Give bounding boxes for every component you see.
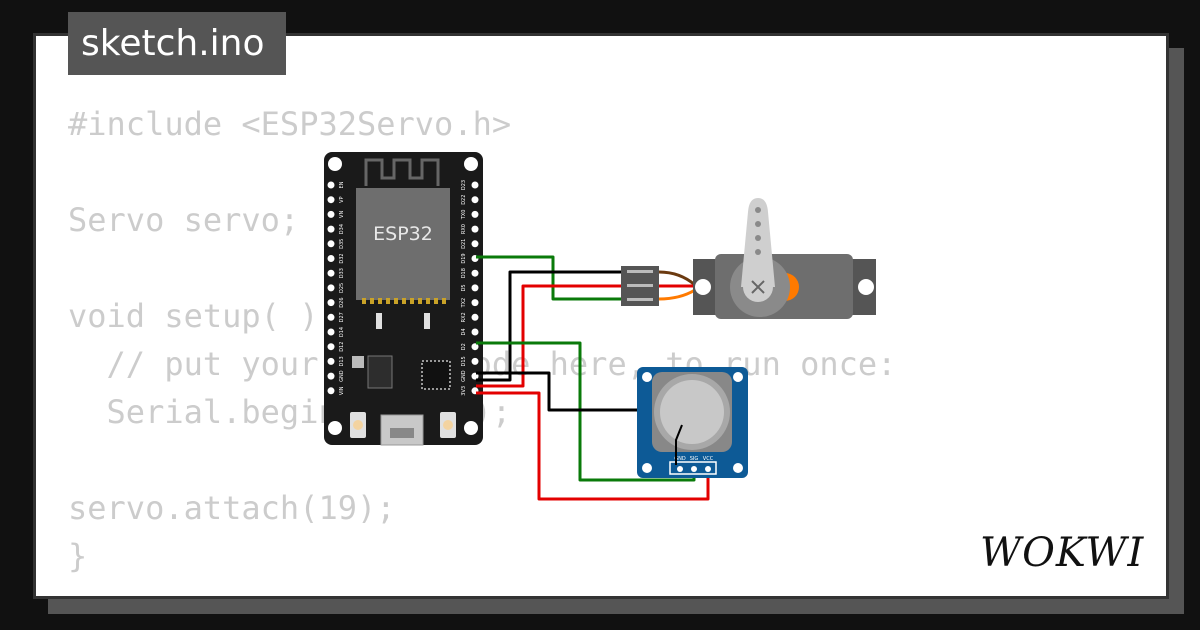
wire-servo-vcc	[476, 284, 622, 388]
esp32-pin-label: D19	[461, 253, 467, 263]
esp32-pin-label: D26	[339, 297, 345, 307]
wire-joystick-vcc	[476, 391, 710, 501]
esp32-pin-d35[interactable]	[327, 240, 335, 248]
joystick-pin-sig: SIG	[690, 456, 699, 462]
esp32-pin-tx0[interactable]	[471, 210, 479, 218]
wokwi-logo: WOKWI	[980, 530, 1144, 576]
esp32-pin-label: D5	[461, 284, 467, 291]
esp32-pin-d33[interactable]	[327, 269, 335, 277]
servo-motor[interactable]	[621, 198, 876, 319]
esp32-pin-d4[interactable]	[471, 328, 479, 336]
esp32-pin-d23[interactable]	[471, 181, 479, 189]
esp32-pin-label: D35	[339, 239, 345, 249]
esp32-pin-label: 3V3	[461, 386, 467, 396]
esp32-pin-d14[interactable]	[327, 328, 335, 336]
esp32-pin-d13[interactable]	[327, 357, 335, 365]
esp32-pin-d2[interactable]	[471, 343, 479, 351]
code-line: Servo servo;	[68, 201, 300, 239]
esp32-pin-label: D23	[461, 180, 467, 190]
joystick-pin-vcc: VCC	[703, 456, 714, 462]
file-tab[interactable]: sketch.ino	[68, 12, 286, 75]
esp32-pin-label: D25	[339, 283, 345, 293]
wire-signal	[476, 255, 622, 301]
wire-servo-gnd	[476, 270, 622, 382]
esp32-pin-d34[interactable]	[327, 225, 335, 233]
esp32-pin-label: GND	[339, 370, 345, 382]
esp32-pin-label: D27	[339, 312, 345, 322]
joystick-pin-gnd: GND	[674, 456, 686, 462]
esp32-pin-label: VP	[339, 196, 345, 202]
esp32-pin-label: D4	[461, 328, 467, 335]
esp32-chip-label: ESP32	[373, 223, 433, 245]
esp32-board[interactable]: ESP32 ENVPVND34D35D32D33D25D26D27D14D12D…	[324, 152, 483, 446]
esp32-pin-label: GND	[461, 370, 467, 382]
esp32-pin-vin[interactable]	[327, 387, 335, 395]
esp32-pin-label: VIN	[339, 386, 345, 395]
esp32-pin-label: D18	[461, 268, 467, 278]
esp32-pin-label: D14	[339, 327, 345, 337]
file-tab-title: sketch.ino	[81, 23, 265, 64]
esp32-pin-label: D33	[339, 268, 345, 278]
esp32-pin-d15[interactable]	[471, 357, 479, 365]
esp32-pin-d32[interactable]	[327, 255, 335, 262]
esp32-pin-rx2[interactable]	[471, 313, 479, 321]
esp32-pin-gnd[interactable]	[327, 372, 335, 380]
esp32-pin-label: TX0	[461, 210, 467, 221]
wokwi-logo-text: WOKWI	[980, 530, 1144, 576]
esp32-pin-d5[interactable]	[471, 284, 479, 292]
esp32-pin-label: D2	[461, 343, 467, 350]
esp32-pin-d21[interactable]	[471, 240, 479, 248]
esp32-pin-d26[interactable]	[327, 299, 335, 307]
esp32-pin-vp[interactable]	[327, 196, 335, 204]
preview-card	[33, 33, 1169, 599]
code-line: }	[68, 537, 88, 575]
esp32-pin-d25[interactable]	[327, 284, 335, 292]
esp32-pin-label: RX2	[461, 312, 467, 322]
esp32-right-pins	[471, 181, 479, 395]
esp32-pin-label: D21	[461, 239, 467, 249]
esp32-pin-en[interactable]	[327, 181, 335, 189]
esp32-pin-rx0[interactable]	[471, 225, 479, 233]
esp32-pin-label: D32	[339, 253, 345, 263]
esp32-pin-label: TX2	[461, 298, 467, 309]
joystick-module[interactable]: GND SIG VCC	[637, 367, 748, 478]
esp32-pin-label: D34	[339, 224, 345, 234]
esp32-pin-label: D15	[461, 356, 467, 366]
esp32-pin-label: D22	[461, 195, 467, 205]
esp32-pin-label: D13	[339, 356, 345, 366]
esp32-pin-label: EN	[339, 181, 345, 188]
code-line: servo.attach(19);	[68, 489, 396, 527]
esp32-pin-d18[interactable]	[471, 269, 479, 277]
esp32-pin-d22[interactable]	[471, 196, 479, 204]
esp32-pin-vn[interactable]	[327, 210, 335, 218]
esp32-pin-d12[interactable]	[327, 343, 335, 351]
code-line: #include <ESP32Servo.h>	[68, 105, 512, 143]
esp32-pin-label: D12	[339, 342, 345, 352]
esp32-pin-label: VN	[339, 211, 345, 218]
esp32-pin-tx2[interactable]	[471, 299, 479, 307]
esp32-pin-d27[interactable]	[327, 313, 335, 321]
esp32-pin-label: RX0	[461, 224, 467, 234]
esp32-left-pins	[327, 181, 335, 395]
